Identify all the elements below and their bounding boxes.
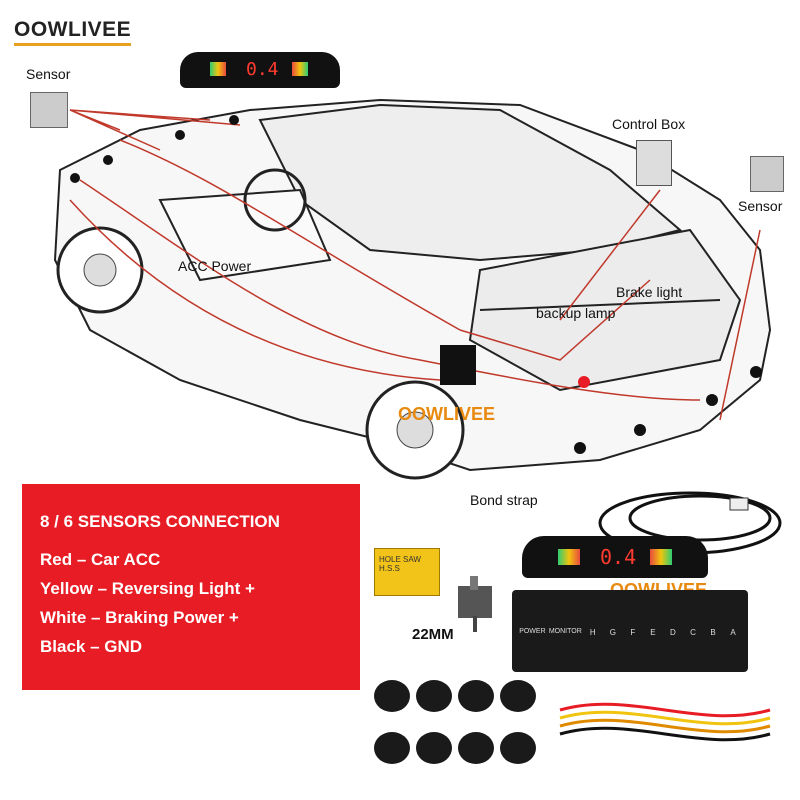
connection-title: 8 / 6 SENSORS CONNECTION bbox=[40, 512, 280, 531]
connection-row: Yellow – Reversing Light + bbox=[40, 579, 255, 598]
label-control-box: Control Box bbox=[612, 116, 686, 132]
parking-display-top: 0.4 bbox=[180, 52, 340, 88]
label-bond-strap: Bond strap bbox=[470, 492, 538, 508]
connection-row: White – Braking Power + bbox=[40, 608, 239, 627]
display-reading: 0.4 bbox=[600, 545, 637, 569]
connection-row: Black – GND bbox=[40, 637, 143, 656]
label-sensor-left: Sensor bbox=[26, 66, 71, 82]
drill-size-label: 22MM bbox=[412, 626, 454, 643]
sensor-unit bbox=[374, 680, 410, 712]
port-label: G bbox=[609, 628, 616, 637]
hole-saw-box: HOLE SAW H.S.S bbox=[374, 548, 440, 596]
control-box-icon bbox=[636, 140, 672, 186]
front-wheel bbox=[56, 226, 144, 314]
brand-name: OOWLIVEE bbox=[14, 18, 132, 41]
label-sensor-right: Sensor bbox=[738, 198, 783, 214]
connection-panel: 8 / 6 SENSORS CONNECTION Red – Car ACC Y… bbox=[22, 484, 360, 690]
port-label: E bbox=[650, 628, 656, 637]
port-label: A bbox=[730, 628, 736, 637]
sensor-unit bbox=[416, 732, 452, 764]
sensor-set bbox=[374, 680, 536, 764]
hole-saw-box-text: HOLE SAW H.S.S bbox=[379, 555, 421, 573]
sensor-icon bbox=[30, 92, 68, 128]
port-label: F bbox=[630, 628, 636, 637]
sensor-unit bbox=[500, 680, 536, 712]
sensor-unit bbox=[500, 732, 536, 764]
label-brake-light: Brake light bbox=[616, 284, 683, 300]
rear-wheel bbox=[365, 380, 465, 480]
port-label: MONITOR bbox=[548, 628, 582, 635]
hole-saw-icon bbox=[458, 576, 492, 632]
port-label: POWER bbox=[519, 628, 546, 635]
label-acc-power: ACC Power bbox=[178, 258, 252, 274]
sensor-unit bbox=[458, 732, 494, 764]
brand-logo: OOWLIVEE bbox=[14, 18, 132, 46]
watermark-car: OOWLIVEE bbox=[398, 404, 496, 424]
sensor-icon bbox=[750, 156, 784, 192]
sensor-unit bbox=[374, 732, 410, 764]
port-label: H bbox=[589, 628, 596, 637]
port-label: C bbox=[690, 628, 696, 637]
sensor-unit bbox=[416, 680, 452, 712]
parking-display-product: 0.4 bbox=[522, 536, 708, 578]
control-unit: POWER MONITOR H G F E D C B A bbox=[512, 590, 748, 672]
label-backup-lamp: backup lamp bbox=[536, 305, 616, 321]
wiring-harness bbox=[559, 702, 771, 742]
port-label: D bbox=[670, 628, 676, 637]
sensor-unit bbox=[458, 680, 494, 712]
connection-row: Red – Car ACC bbox=[40, 550, 161, 569]
display-reading: 0.4 bbox=[246, 59, 279, 80]
control-unit-ports: POWER MONITOR H G F E D C B A bbox=[518, 628, 742, 666]
port-label: B bbox=[710, 628, 716, 637]
